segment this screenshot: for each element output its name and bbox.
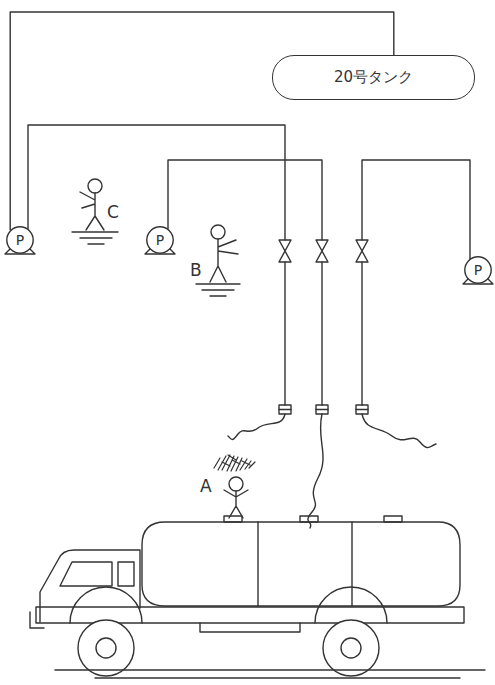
pump-circle — [7, 227, 33, 253]
pipe-connector — [10, 12, 394, 230]
tank-name: 20号タンク — [334, 68, 413, 87]
hose — [308, 414, 323, 528]
spray — [214, 455, 255, 471]
pump-circle — [465, 257, 491, 283]
ground-line — [55, 670, 485, 678]
valve-symbol — [316, 240, 328, 262]
valve-symbol — [279, 240, 291, 262]
person-label: A — [199, 478, 213, 495]
hose — [228, 414, 285, 440]
pump-circle — [147, 227, 173, 253]
worker-a — [224, 477, 248, 518]
pump-symbol: P — [464, 256, 492, 284]
coupling-line — [279, 409, 368, 410]
pipe — [28, 125, 285, 405]
pump-letter: P — [16, 232, 24, 248]
person-label: C — [106, 204, 120, 221]
pipe — [168, 160, 322, 405]
pipe — [362, 160, 470, 405]
valve-symbol — [356, 240, 368, 262]
pump-symbol: P — [146, 226, 174, 254]
worker-b — [196, 225, 240, 296]
tank-box: 20号タンク — [272, 55, 475, 100]
pump-letter: P — [474, 262, 482, 278]
hose — [362, 414, 436, 448]
person-label: B — [189, 262, 203, 279]
pump-symbol: P — [6, 226, 34, 254]
tank-truck — [30, 516, 464, 676]
pump-letter: P — [156, 232, 164, 248]
